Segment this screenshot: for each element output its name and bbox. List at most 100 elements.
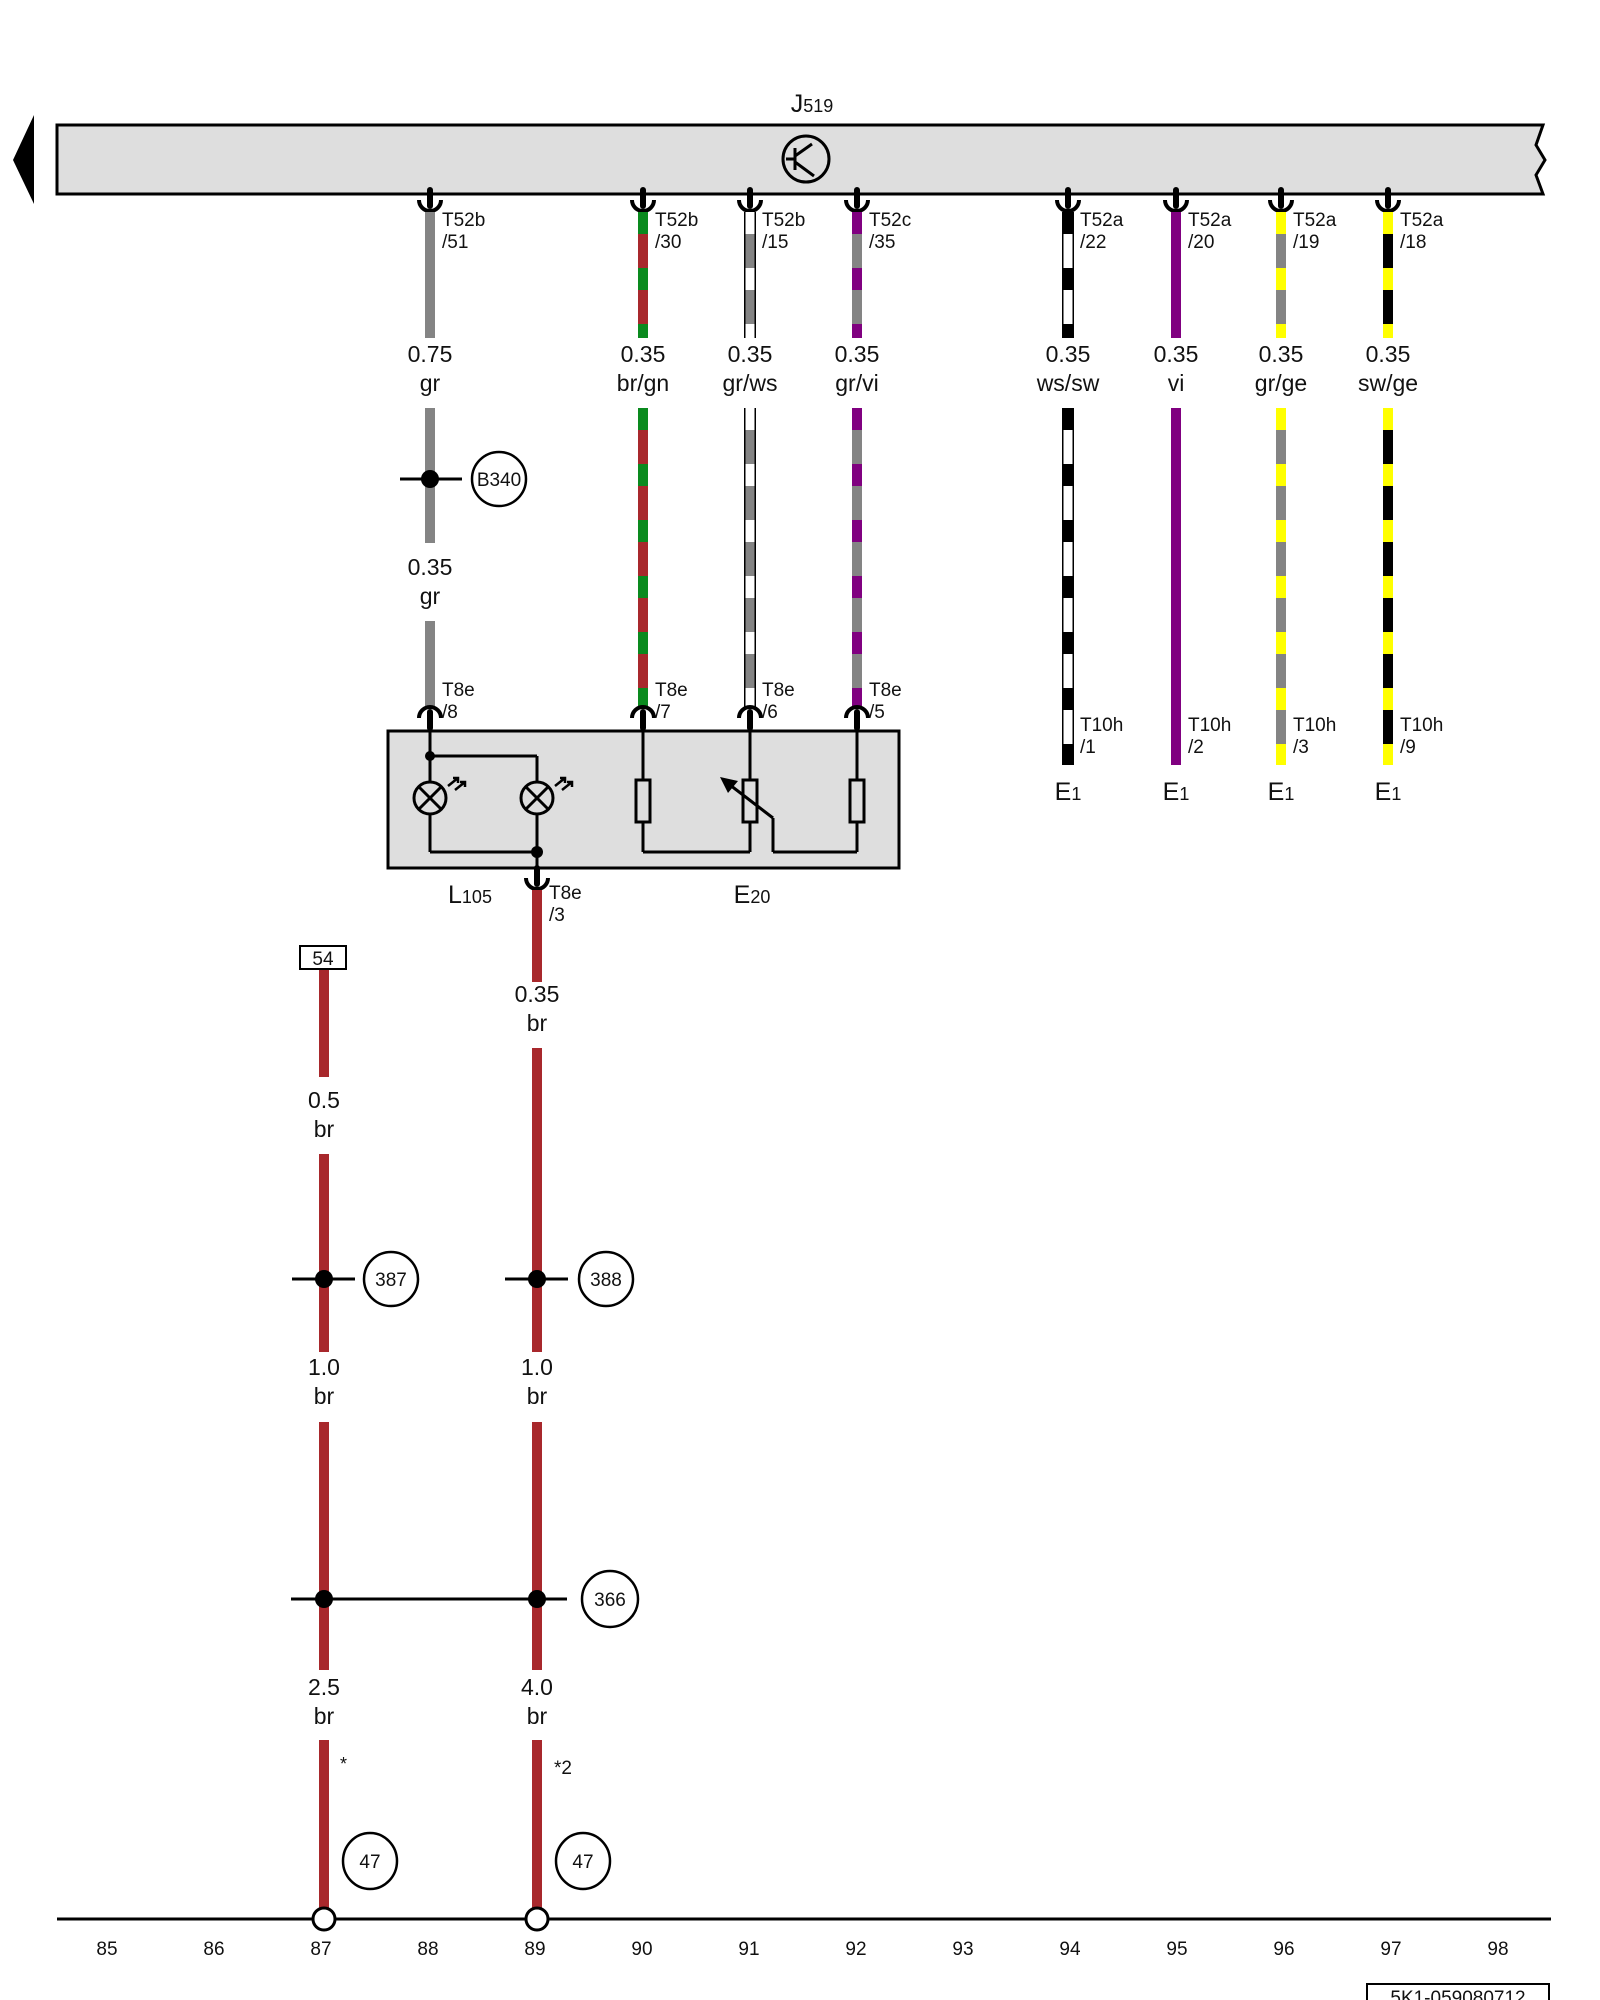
wire-color-code: br bbox=[314, 1703, 335, 1729]
connector-j519-2 bbox=[737, 187, 763, 213]
connector-label: T8e bbox=[442, 680, 475, 701]
connector-label: T8e bbox=[655, 680, 688, 701]
footnote-marker: * bbox=[340, 1754, 347, 1774]
connector-j519-7 bbox=[1375, 187, 1401, 213]
column-number: 97 bbox=[1380, 1939, 1401, 1960]
ground-point-label: 47 bbox=[572, 1852, 593, 1873]
splice-387-circle bbox=[362, 1250, 420, 1308]
wire-gauge: 0.35 bbox=[1259, 341, 1304, 367]
connector-pin-label: /6 bbox=[762, 702, 778, 723]
wire-color-code: br bbox=[527, 1703, 548, 1729]
connector-t8e-3 bbox=[524, 865, 550, 891]
connector-j519-6 bbox=[1268, 187, 1294, 213]
column-number: 88 bbox=[417, 1939, 438, 1960]
splice-388-circle bbox=[577, 1250, 635, 1308]
e1-label: E1 bbox=[1163, 778, 1190, 806]
wire-gauge: 0.35 bbox=[728, 341, 773, 367]
wire-gauge: 0.35 bbox=[515, 981, 560, 1007]
wire-color-code: br bbox=[527, 1383, 548, 1409]
wire-upper bbox=[1062, 212, 1074, 338]
wire-gauge: 0.35 bbox=[408, 554, 453, 580]
connector-pin-label: /5 bbox=[869, 702, 885, 723]
connector-arc bbox=[630, 705, 656, 719]
connector-j519-1 bbox=[630, 187, 656, 213]
column-number: 95 bbox=[1166, 1939, 1187, 1960]
connector-label: T10h bbox=[1400, 715, 1443, 736]
potentiometer-arrow-icon bbox=[720, 777, 738, 793]
column-number: 89 bbox=[524, 1939, 545, 1960]
wire-gauge: 0.75 bbox=[408, 341, 453, 367]
splice-b340-circle bbox=[470, 450, 528, 508]
wire-color-code: br bbox=[314, 1383, 335, 1409]
wire-gauge: 4.0 bbox=[521, 1674, 553, 1700]
component-number: 1 bbox=[1071, 784, 1081, 804]
wire-color-code: gr/vi bbox=[835, 370, 878, 396]
component-number: 1 bbox=[1179, 784, 1189, 804]
connector-arc bbox=[1055, 199, 1081, 213]
connector-label: T52b bbox=[762, 210, 805, 231]
wire-color-code: br/gn bbox=[617, 370, 669, 396]
continuation-arrow-icon bbox=[13, 115, 34, 204]
connector-arc bbox=[1268, 199, 1294, 213]
connector-pin-label: /1 bbox=[1080, 737, 1096, 758]
wire-gauge: 0.5 bbox=[308, 1087, 340, 1113]
doc-number-box bbox=[1366, 1983, 1550, 2000]
ground-connection-icon bbox=[524, 1906, 550, 1932]
wire-color-code: br bbox=[527, 1010, 548, 1036]
connector-pin-label: /22 bbox=[1080, 232, 1106, 253]
wire-gauge: 0.35 bbox=[835, 341, 880, 367]
connector-label: T10h bbox=[1293, 715, 1336, 736]
component-letter: E bbox=[1268, 778, 1285, 806]
connector-label: T8e bbox=[869, 680, 902, 701]
connector-arc bbox=[1163, 199, 1189, 213]
connector-label: T10h bbox=[1188, 715, 1231, 736]
connector-label: T52b bbox=[442, 210, 485, 231]
component-letter: J bbox=[791, 90, 804, 118]
connector-pin-label: /19 bbox=[1293, 232, 1319, 253]
connector-arc bbox=[1375, 199, 1401, 213]
e1-label: E1 bbox=[1375, 778, 1402, 806]
splice-dot bbox=[528, 1590, 546, 1608]
wire-color-code: gr bbox=[420, 370, 441, 396]
wire-color-code: vi bbox=[1168, 370, 1185, 396]
component-number: 105 bbox=[462, 887, 492, 907]
connector-t8e-2 bbox=[737, 705, 763, 731]
component-letter: E bbox=[1055, 778, 1072, 806]
wire-gauge: 1.0 bbox=[308, 1354, 340, 1380]
doc-number: 5K1-059080712 bbox=[1390, 1988, 1525, 2000]
connector-label: T52a bbox=[1293, 210, 1337, 231]
connector-t8e-0 bbox=[417, 705, 443, 731]
connector-label: T8e bbox=[762, 680, 795, 701]
column-number: 90 bbox=[631, 1939, 652, 1960]
wire-color-code: gr/ge bbox=[1255, 370, 1307, 396]
splice-dot bbox=[315, 1270, 333, 1288]
wire-color-code: sw/ge bbox=[1358, 370, 1418, 396]
splice-dot bbox=[315, 1590, 333, 1608]
connector-label: T10h bbox=[1080, 715, 1123, 736]
wire-upper bbox=[744, 212, 756, 338]
connector-pin-label: /8 bbox=[442, 702, 458, 723]
column-number: 98 bbox=[1487, 1939, 1508, 1960]
splice-388-label: 388 bbox=[590, 1270, 622, 1291]
terminal-54-box bbox=[299, 945, 347, 970]
wire-color-code: gr/ws bbox=[723, 370, 778, 396]
transistor-icon-emitter bbox=[794, 160, 815, 178]
transistor-icon bbox=[781, 134, 831, 184]
potentiometer-wiper bbox=[729, 783, 774, 820]
light-emission-icon bbox=[554, 776, 574, 791]
terminal-label: 54 bbox=[312, 949, 334, 970]
connector-pin-label: /3 bbox=[549, 905, 565, 926]
component-number: 1 bbox=[1284, 784, 1294, 804]
connector-arc bbox=[844, 199, 870, 213]
column-number: 91 bbox=[738, 1939, 759, 1960]
wire-gauge: 0.35 bbox=[1154, 341, 1199, 367]
e20-label: E20 bbox=[734, 881, 771, 909]
wire-gauge: 2.5 bbox=[308, 1674, 340, 1700]
connector-arc bbox=[737, 199, 763, 213]
column-number: 96 bbox=[1273, 1939, 1294, 1960]
wire-lower bbox=[744, 408, 756, 708]
component-number: 20 bbox=[750, 887, 770, 907]
junction-dot bbox=[531, 846, 543, 858]
column-number: 86 bbox=[203, 1939, 224, 1960]
